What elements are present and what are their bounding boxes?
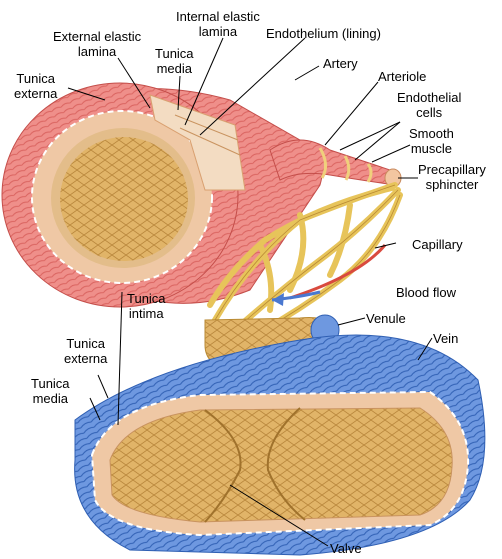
label-smooth-muscle: Smooth muscle	[409, 126, 454, 156]
label-precapillary-sphincter: Precapillary sphincter	[418, 162, 486, 192]
label-external-elastic-lamina: External elastic lamina	[53, 29, 141, 59]
label-venule: Venule	[366, 311, 406, 326]
label-arteriole: Arteriole	[378, 69, 426, 84]
label-smooth-muscle-line2: muscle	[409, 141, 454, 156]
label-internal-elastic-lamina-line1: Internal elastic	[176, 9, 260, 24]
label-blood-flow: Blood flow	[396, 285, 456, 300]
label-tunica-externa-top-line1: Tunica	[14, 71, 57, 86]
label-tunica-media-top: Tunica media	[155, 46, 194, 76]
label-tunica-externa-top-line2: externa	[14, 86, 57, 101]
vein-lumen	[110, 408, 452, 522]
label-external-elastic-lamina-line2: lamina	[53, 44, 141, 59]
label-internal-elastic-lamina: Internal elastic lamina	[176, 9, 260, 39]
artery	[2, 83, 323, 307]
label-tunica-media-top-line2: media	[155, 61, 194, 76]
label-precapillary-sphincter-line1: Precapillary	[418, 162, 486, 177]
vein	[75, 335, 485, 555]
label-precapillary-sphincter-line2: sphincter	[418, 177, 486, 192]
label-tunica-intima-line2: intima	[127, 306, 166, 321]
label-tunica-externa-bottom: Tunica externa	[64, 336, 107, 366]
label-endothelial-cells-line2: cells	[397, 105, 461, 120]
label-tunica-media-bottom-line1: Tunica	[31, 376, 70, 391]
label-tunica-media-top-line1: Tunica	[155, 46, 194, 61]
label-tunica-media-bottom-line2: media	[31, 391, 70, 406]
label-tunica-intima: Tunica intima	[127, 291, 166, 321]
label-endothelial-cells-line1: Endothelial	[397, 90, 461, 105]
label-external-elastic-lamina-line1: External elastic	[53, 29, 141, 44]
label-tunica-externa-bottom-line1: Tunica	[64, 336, 107, 351]
label-capillary: Capillary	[412, 237, 463, 252]
label-internal-elastic-lamina-line2: lamina	[176, 24, 260, 39]
label-tunica-media-bottom: Tunica media	[31, 376, 70, 406]
label-tunica-externa-top: Tunica externa	[14, 71, 57, 101]
label-tunica-externa-bottom-line2: externa	[64, 351, 107, 366]
label-endothelium-lining: Endothelium (lining)	[266, 26, 381, 41]
label-artery: Artery	[323, 56, 358, 71]
label-vein: Vein	[433, 331, 458, 346]
label-smooth-muscle-line1: Smooth	[409, 126, 454, 141]
label-endothelial-cells: Endothelial cells	[397, 90, 461, 120]
label-valve: Valve	[330, 541, 362, 556]
artery-lumen	[60, 137, 188, 261]
label-tunica-intima-line1: Tunica	[127, 291, 166, 306]
